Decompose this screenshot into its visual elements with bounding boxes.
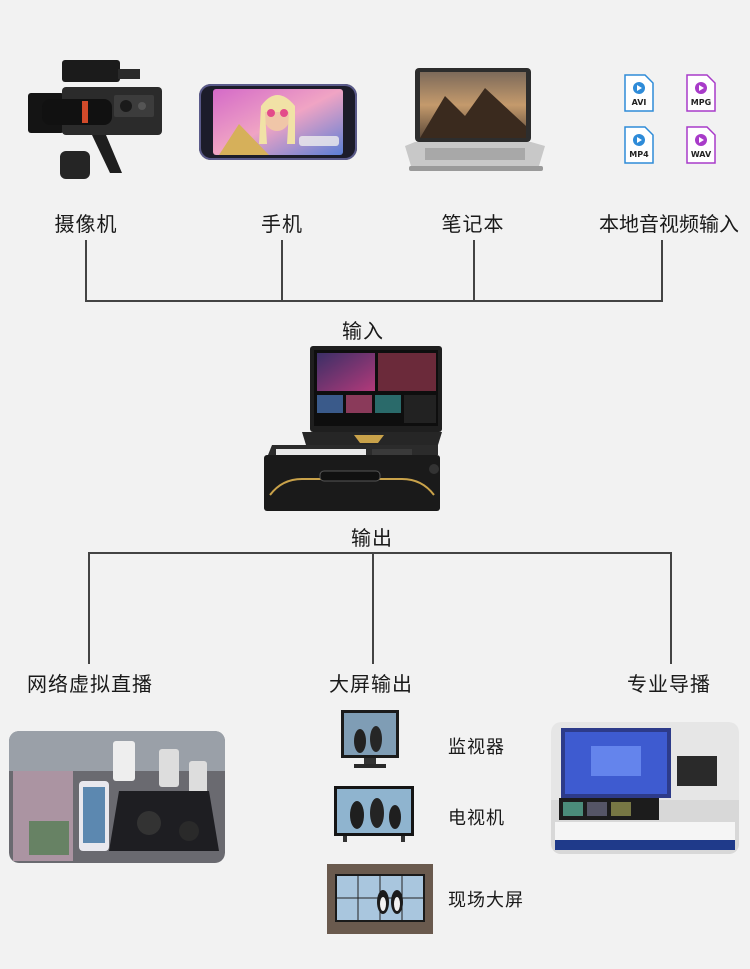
video-wall-image <box>327 864 433 934</box>
wav-file-icon: WAV <box>686 126 716 164</box>
avi-file-icon: AVI <box>624 74 654 112</box>
camera-image <box>28 60 162 179</box>
input-drop-camera <box>85 240 87 302</box>
output-drop-live <box>88 552 90 664</box>
mpg-file-icon: MPG <box>686 74 716 112</box>
local-media-label: 本地音视频输入 <box>599 212 739 236</box>
camera-label: 摄像机 <box>54 212 118 236</box>
live-stream-photo <box>9 731 225 863</box>
input-bus-line <box>85 300 663 302</box>
output-label: 输出 <box>351 526 393 550</box>
input-drop-local <box>661 240 663 302</box>
tv-image <box>334 786 414 842</box>
phone-image <box>199 84 357 160</box>
input-drop-phone <box>281 240 283 302</box>
mpg-file-label: MPG <box>690 98 712 107</box>
mp4-file-label: MP4 <box>629 150 649 159</box>
directing-room-photo <box>551 722 739 854</box>
laptop-image <box>405 68 545 171</box>
phone-label: 手机 <box>261 212 303 236</box>
directing-label: 专业导播 <box>627 672 711 696</box>
output-drop-screen <box>372 552 374 664</box>
input-drop-laptop <box>473 240 475 302</box>
input-label: 输入 <box>342 319 384 343</box>
output-drop-directing <box>670 552 672 664</box>
avi-file-label: AVI <box>631 98 647 107</box>
monitor-label: 监视器 <box>448 737 505 758</box>
tv-label: 电视机 <box>448 808 505 829</box>
laptop-label: 笔记本 <box>441 212 505 236</box>
big-screen-label: 大屏输出 <box>329 672 413 696</box>
portable-switcher-image <box>264 346 442 511</box>
mp4-file-icon: MP4 <box>624 126 654 164</box>
live-stream-label: 网络虚拟直播 <box>27 672 153 696</box>
monitor-image <box>341 710 399 768</box>
output-bus-line <box>88 552 672 554</box>
video-wall-label: 现场大屏 <box>448 890 524 911</box>
wav-file-label: WAV <box>690 150 712 159</box>
